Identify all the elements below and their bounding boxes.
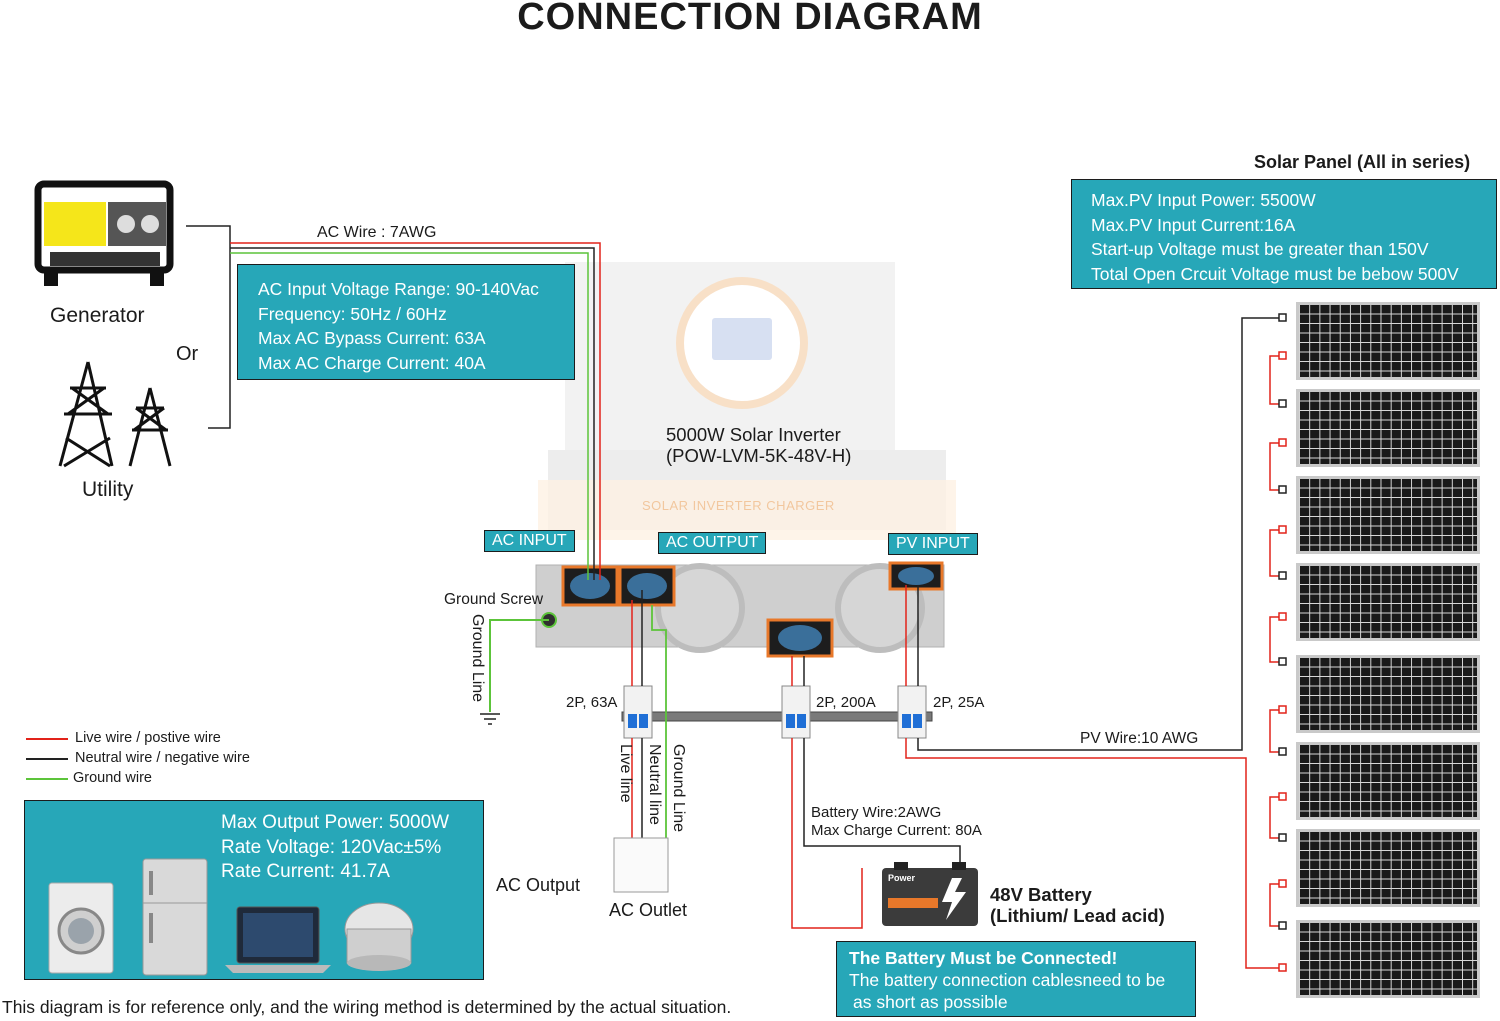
ac-input-tag: AC INPUT: [484, 530, 575, 552]
pv-input-tag: PV INPUT: [888, 533, 978, 555]
ac-wire-label: AC Wire : 7AWG: [317, 224, 437, 241]
solar-panel: [1296, 920, 1480, 998]
inverter-body: [538, 262, 956, 540]
battery-label: 48V Battery (Lithium/ Lead acid): [990, 884, 1165, 926]
ac-outlet-label: AC Outlet: [609, 900, 688, 920]
solar-panel-spec-box: Max.PV Input Power: 5500W Max.PV Input C…: [1071, 179, 1497, 289]
ac-outlet-icon: [613, 837, 669, 893]
ground-line-outlet-label: Ground Line: [670, 744, 687, 833]
legend-neutral: Neutral wire / negative wire: [75, 750, 250, 766]
pv-breaker-label: 2P, 25A: [933, 694, 985, 711]
solar-panel: [1296, 563, 1480, 641]
inverter-faded-caption: SOLAR INVERTER CHARGER: [642, 498, 835, 513]
solar-panel-header: Solar Panel (All in series): [1254, 152, 1471, 172]
battery-port: [766, 618, 834, 658]
solar-spec-line: Max.PV Input Current:16A: [1091, 214, 1296, 235]
output-spec-line: Rate Voltage: 120Vac±5%: [221, 836, 442, 858]
legend-ground: Ground wire: [73, 770, 152, 786]
battery-wire-label: Battery Wire:2AWG Max Charge Current: 80…: [811, 804, 982, 840]
laptop-icon: [225, 906, 331, 973]
output-spec-box: Max Output Power: 5000W Rate Voltage: 12…: [24, 800, 484, 980]
output-spec-line: Rate Current: 41.7A: [221, 861, 390, 882]
generator-label: Generator: [50, 304, 145, 327]
battery-charge-current: Max Charge Current: 80A: [811, 822, 982, 839]
solar-spec-line: Max.PV Input Power: 5500W: [1091, 190, 1316, 210]
refrigerator-icon: [142, 858, 208, 976]
solar-panel: [1296, 389, 1480, 467]
inverter-name: 5000W Solar Inverter (POW-LVM-5K-48V-H): [666, 424, 851, 466]
ac-input-spec-line: Frequency: 50Hz / 60Hz: [258, 303, 447, 324]
battery-breaker-label: 2P, 200A: [816, 694, 876, 711]
pv-wire-label: PV Wire:10 AWG: [1080, 730, 1199, 747]
battery-type: (Lithium/ Lead acid): [990, 905, 1165, 926]
battery-note-box: The Battery Must be Connected! The batte…: [836, 941, 1196, 1017]
utility-tower-icon: [50, 358, 178, 470]
battery-brand: Power: [888, 873, 916, 883]
ac-output-label: AC Output: [496, 875, 581, 895]
ground-line-label: Ground Line: [469, 614, 486, 703]
solar-spec-line: Start-up Voltage must be greater than 15…: [1091, 239, 1429, 260]
neutral-line-label: Neutral line: [646, 744, 663, 825]
legend-live: Live wire / postive wire: [75, 730, 221, 746]
output-spec-line: Max Output Power: 5000W: [221, 812, 450, 833]
inverter-model-line: (POW-LVM-5K-48V-H): [666, 445, 852, 466]
generator-icon: [34, 180, 174, 290]
solar-panel: [1296, 302, 1480, 380]
rice-cooker-icon: [344, 902, 414, 971]
solar-panel: [1296, 829, 1480, 907]
panel-terminals: [1278, 351, 1287, 972]
solar-panel: [1296, 476, 1480, 554]
battery-icon: [880, 860, 980, 930]
battery-note-line: The battery connection cablesneed to be: [849, 970, 1166, 990]
battery-note-line: as short as possible: [853, 992, 1008, 1012]
solar-panel: [1296, 742, 1480, 820]
page-title: CONNECTION DIAGRAM: [517, 0, 983, 38]
ac-input-spec-box: AC Input Voltage Range: 90-140Vac Freque…: [237, 264, 575, 380]
or-label: Or: [176, 343, 199, 365]
washing-machine-icon: [48, 882, 114, 974]
pv-input-port: [888, 561, 944, 591]
panel-series-links: [1269, 355, 1282, 927]
solar-spec-line: Total Open Crcuit Voltage must be bebow …: [1091, 263, 1459, 284]
battery-breaker: [781, 685, 811, 739]
battery-voltage: 48V Battery: [990, 884, 1092, 905]
solar-panel: [1296, 655, 1480, 733]
ac-breaker: [623, 685, 653, 739]
ac-output-port: [618, 565, 676, 607]
ac-input-port: [561, 565, 619, 607]
ac-input-spec-line: AC Input Voltage Range: 90-140Vac: [258, 279, 539, 299]
live-line-label: Live line: [617, 744, 634, 803]
ac-input-spec-line: Max AC Charge Current: 40A: [258, 352, 486, 373]
footer-note: This diagram is for reference only, and …: [2, 997, 732, 1017]
battery-note-warning: The Battery Must be Connected!: [849, 948, 1118, 968]
battery-wire-gauge: Battery Wire:2AWG: [811, 804, 942, 821]
ac-input-spec-line: Max AC Bypass Current: 63A: [258, 328, 486, 349]
ac-breaker-label: 2P, 63A: [566, 694, 618, 711]
ac-output-tag: AC OUTPUT: [658, 532, 767, 554]
utility-label: Utility: [82, 478, 134, 501]
pv-breaker: [897, 685, 927, 739]
inverter-name-line: 5000W Solar Inverter: [666, 424, 841, 445]
ground-screw-label: Ground Screw: [444, 591, 544, 608]
